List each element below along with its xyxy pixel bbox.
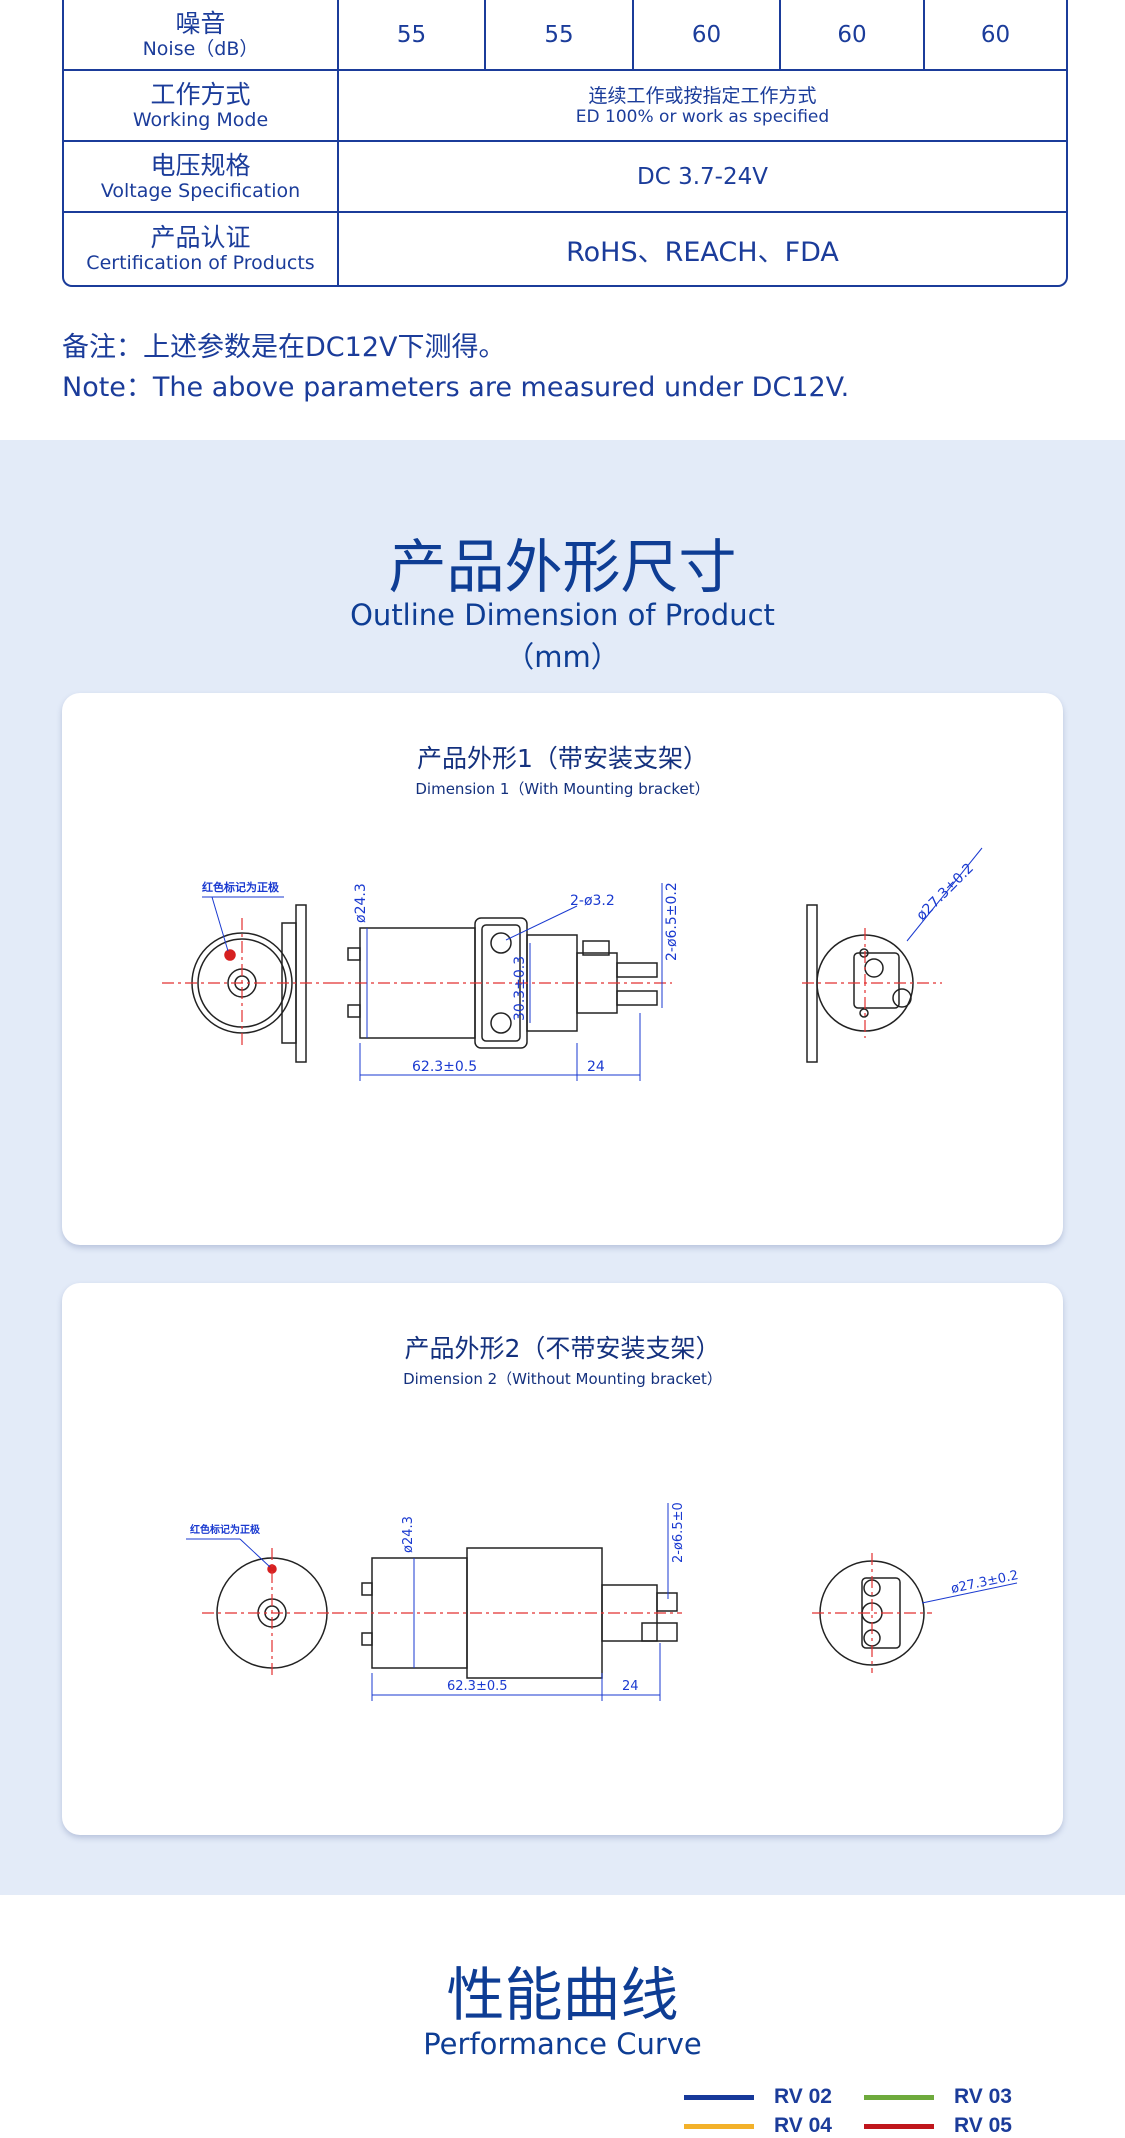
certification-label: 产品认证 Certification of Products [64,211,339,285]
dimension-2-title-cn: 产品外形2（不带安装支架） [404,1334,721,1363]
outline-title-en: Outline Dimension of Product [350,598,775,632]
note-cn: 备注：上述参数是在DC12V下测得。 [62,332,506,363]
voltage-label: 电压规格 Voltage Specification [64,140,339,211]
performance-title-en: Performance Curve [423,2027,702,2061]
legend-label-rv03: RV 03 [954,2085,1012,2108]
note-en: Note：The above parameters are measured u… [62,372,850,403]
certification-row: 产品认证 Certification of Products RoHS、REAC… [64,211,1066,285]
head-label: 24 [587,1059,605,1075]
certification-value: RoHS、REACH、FDA [339,211,1066,285]
legend-rv02: RV 02 [684,2085,884,2109]
dimension-2-title-en: Dimension 2（Without Mounting bracket） [403,1370,722,1388]
head-diameter-label: ø27.3±0.2 [950,1568,1020,1597]
dimension-1-drawing: 红色标记为正极 [162,847,983,1081]
noise-row: 噪音 Noise（dB） 55 55 60 60 60 [64,0,1066,69]
marker-note: 红色标记为正极 [190,1523,261,1536]
legend-rv03: RV 03 [864,2085,1064,2109]
legend-rv04: RV 04 [684,2114,884,2138]
spec-table: 噪音 Noise（dB） 55 55 60 60 60 工作方式 Working… [62,0,1068,287]
dimension-2-drawing: 红色标记为正极 ø24.3 2-ø6.5± [186,1503,1020,1701]
nozzle-label: 2-ø6.5±0.2 [664,882,680,961]
noise-value: 55 [339,0,486,69]
legend-label-rv05: RV 05 [954,2114,1012,2137]
legend-line-rv02 [684,2095,754,2100]
measurement-note: 备注：上述参数是在DC12V下测得。 Note：The above parame… [62,328,849,408]
dimension-1-title-en: Dimension 1（With Mounting bracket） [415,780,710,798]
holes-label: 2-ø3.2 [570,893,615,909]
noise-value: 60 [925,0,1066,69]
length-label: 62.3±0.5 [412,1059,477,1075]
noise-value: 55 [486,0,634,69]
working-mode-value: 连续工作或按指定工作方式 ED 100% or work as specifie… [339,69,1066,140]
dimension-card-1: 产品外形1（带安装支架） Dimension 1（With Mounting b… [62,693,1063,1245]
outline-title-cn: 产品外形尺寸 [388,533,737,601]
dimension-card-2: 产品外形2（不带安装支架） Dimension 2（Without Mounti… [62,1283,1063,1835]
voltage-row: 电压规格 Voltage Specification DC 3.7-24V [64,140,1066,211]
head-label: 24 [622,1679,639,1694]
performance-title-cn: 性能曲线 [446,1961,679,2029]
legend-line-rv03 [864,2095,934,2100]
legend-line-rv04 [684,2124,754,2129]
marker-note: 红色标记为正极 [202,880,280,894]
outline-section: 产品外形尺寸 Outline Dimension of Product （mm）… [0,440,1125,1895]
working-mode-row: 工作方式 Working Mode 连续工作或按指定工作方式 ED 100% o… [64,69,1066,140]
diameter-label: ø24.3 [353,883,369,923]
head-diameter-label: ø27.3±0.2 [914,860,977,923]
diameter-label: ø24.3 [401,1516,416,1553]
noise-label: 噪音 Noise（dB） [64,0,339,69]
legend-rv05: RV 05 [864,2114,1064,2138]
nozzle-label: 2-ø6.5±0.2 [671,1503,686,1563]
noise-value: 60 [634,0,781,69]
dimension-1-title-cn: 产品外形1（带安装支架） [417,744,708,773]
working-mode-label: 工作方式 Working Mode [64,69,339,140]
legend-label-rv02: RV 02 [774,2085,832,2108]
voltage-value: DC 3.7-24V [339,140,1066,211]
hole-spacing-label: 30.3±0.3 [512,956,528,1021]
legend-label-rv04: RV 04 [774,2114,832,2137]
noise-value: 60 [781,0,925,69]
outline-unit: （mm） [505,640,620,674]
legend-line-rv05 [864,2124,934,2129]
length-label: 62.3±0.5 [447,1679,508,1694]
